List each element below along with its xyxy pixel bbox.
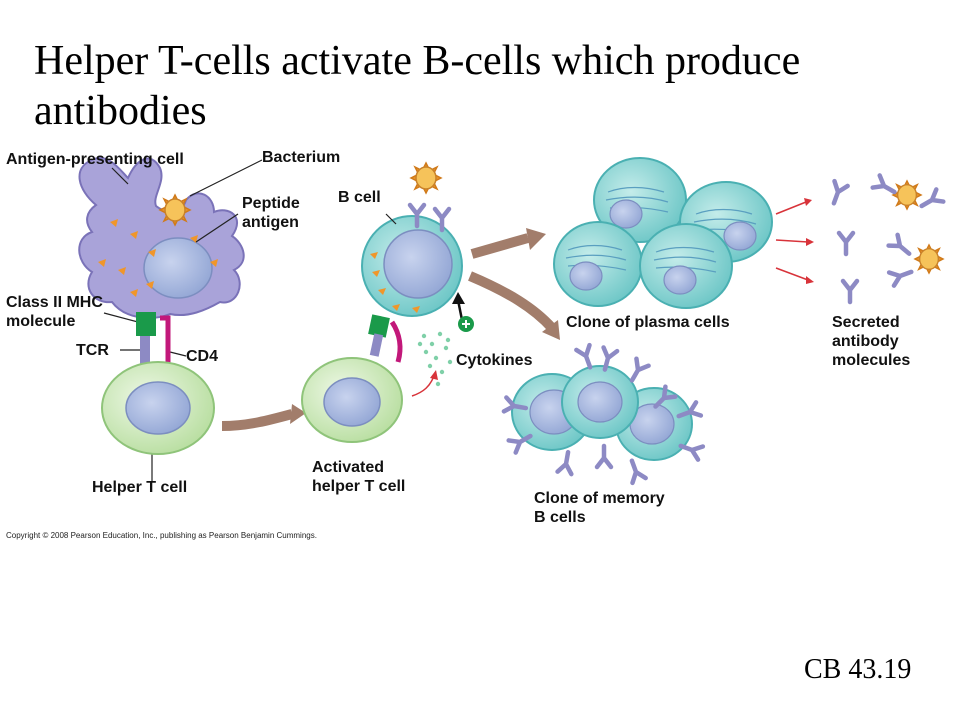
peptide-antigen-marks xyxy=(98,219,218,297)
label-activated-helper-t: helper T cell xyxy=(312,478,406,495)
secreted-antibody-icon xyxy=(827,181,847,206)
flow-arrow-plasma xyxy=(470,233,530,259)
flow-arrow-activation xyxy=(221,409,294,431)
apc-nucleus xyxy=(143,237,213,299)
label-cytokines: Cytokines xyxy=(456,352,533,369)
neutralized-bacterium-icon xyxy=(914,244,944,274)
memory-b-cell-clone xyxy=(511,365,693,461)
secreted-antibody-icon xyxy=(839,233,853,254)
label-cd4: CD4 xyxy=(186,348,219,365)
label-memory-b-cells: B cells xyxy=(534,509,586,526)
apc-leader-lines xyxy=(103,159,263,482)
label-peptide: Peptide xyxy=(242,195,300,212)
copyright-notice: Copyright © 2008 Pearson Education, Inc.… xyxy=(6,531,317,540)
label-antigen-presenting-cell: Antigen-presenting cell xyxy=(6,151,184,168)
bound-bacterium-icon xyxy=(410,162,442,194)
plasma-cell-clone xyxy=(553,157,773,309)
activated-helper-t-cell xyxy=(301,314,403,443)
neutralized-bacterium-icon xyxy=(892,180,922,210)
secretion-arrows xyxy=(775,201,809,281)
label-antigen: antigen xyxy=(242,214,299,231)
bacterium-icon xyxy=(159,194,191,226)
label-molecule: molecule xyxy=(6,313,76,330)
label-memory-clone: Clone of memory xyxy=(534,490,665,507)
label-antibody: antibody xyxy=(832,333,899,350)
flow-arrow-memory xyxy=(468,271,556,332)
label-activated: Activated xyxy=(312,459,385,476)
secreted-antibody-icon xyxy=(843,281,857,302)
label-bacterium: Bacterium xyxy=(262,149,341,166)
label-b-cell: B cell xyxy=(338,189,381,206)
secreted-antibody-icon xyxy=(889,235,914,259)
antigen-presenting-cell xyxy=(78,157,245,319)
label-secreted: Secreted xyxy=(832,314,900,331)
label-helper-t-cell: Helper T cell xyxy=(92,479,188,496)
slide-reference: CB 43.19 xyxy=(804,654,912,685)
label-molecules: molecules xyxy=(832,352,911,369)
secreted-antibody-icon xyxy=(918,189,943,212)
label-class-ii-mhc: Class II MHC xyxy=(6,294,103,311)
label-tcr: TCR xyxy=(76,342,109,359)
slide-title: Helper T-cells activate B-cells which pr… xyxy=(34,38,801,134)
mhc-tcr-complex xyxy=(136,312,171,364)
cytokine-dots xyxy=(417,331,453,387)
label-plasma-clone: Clone of plasma cells xyxy=(566,314,730,331)
helper-t-cell xyxy=(101,361,215,455)
b-cell xyxy=(361,215,463,317)
secreted-antibody-icon xyxy=(889,265,914,285)
